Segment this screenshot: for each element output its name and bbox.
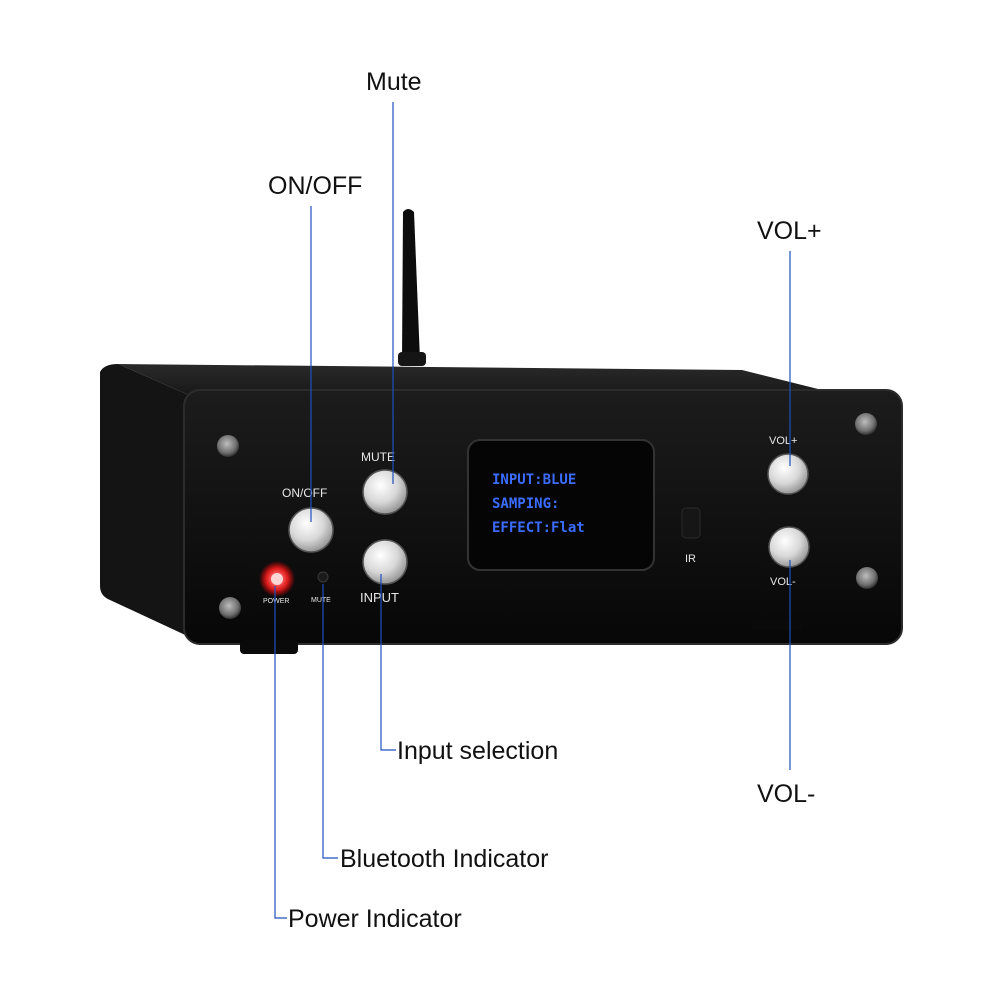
screw-top-right — [855, 413, 877, 435]
mute-panel-label: MUTE — [361, 450, 395, 464]
mute-callout-label: Mute — [366, 68, 422, 96]
screw-bottom-right — [856, 567, 878, 589]
power-indicator-callout-label: Power Indicator — [288, 905, 462, 933]
power-led — [271, 573, 283, 585]
vol-minus-callout-label: VOL- — [757, 780, 816, 808]
antenna — [402, 209, 420, 360]
mute-led-label: MUTE — [311, 597, 331, 604]
leader-input-selection — [380, 574, 396, 751]
bluetooth-led — [317, 571, 329, 583]
vol-plus-panel-label: VOL+ — [769, 435, 797, 447]
antenna-base — [398, 352, 426, 366]
on-off-panel-label: ON/OFF — [282, 486, 327, 500]
foot-right — [752, 618, 802, 630]
vol-minus-panel-label: VOL- — [770, 576, 796, 588]
input-panel-label: INPUT — [360, 590, 399, 605]
vol-plus-button[interactable] — [767, 453, 809, 495]
oled-display-bezel — [467, 439, 655, 571]
vol-minus-button[interactable] — [768, 526, 810, 568]
screw-top-left — [217, 435, 239, 457]
mute-button[interactable] — [362, 469, 408, 515]
oled-line-samping: SAMPING: — [492, 496, 559, 512]
input-selection-callout-label: Input selection — [397, 737, 559, 765]
oled-line-effect: EFFECT:Flat — [492, 520, 585, 536]
foot-left — [240, 640, 298, 654]
leader-power-indicator — [274, 586, 287, 919]
ir-label: IR — [685, 553, 696, 565]
screw-bottom-left — [219, 597, 241, 619]
chassis-side — [100, 364, 200, 640]
ir-receiver-window — [681, 507, 701, 539]
input-button[interactable] — [362, 539, 408, 585]
vol-plus-callout-label: VOL+ — [757, 217, 822, 245]
leader-bluetooth-indicator — [322, 584, 338, 859]
oled-line-input: INPUT:BLUE — [492, 472, 576, 488]
on-off-callout-label: ON/OFF — [268, 172, 363, 200]
power-led-label: POWER — [263, 598, 289, 605]
bluetooth-indicator-callout-label: Bluetooth Indicator — [340, 845, 549, 873]
leader-lines — [274, 102, 791, 919]
